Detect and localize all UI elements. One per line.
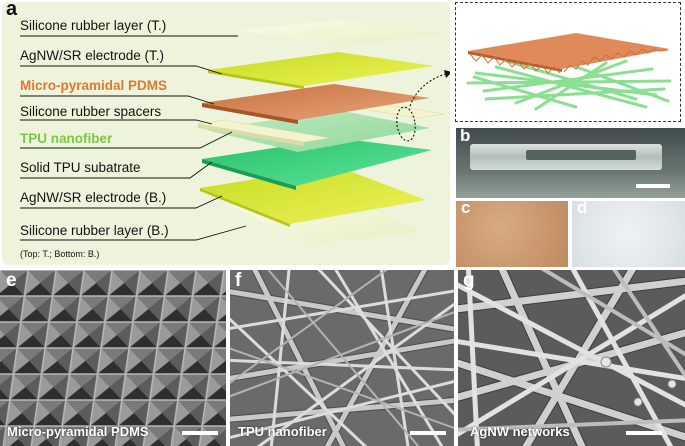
panel-b-letter: b (460, 126, 471, 145)
panel-g-sem (458, 270, 685, 446)
panel-a-letter: a (6, 0, 18, 20)
zoom-arrow (409, 72, 450, 107)
panel-e-sem (0, 270, 226, 446)
panel-e-letter: e (6, 270, 17, 291)
panel-c-photo (456, 201, 568, 267)
layer-stack-diagram (20, 20, 450, 245)
pyramid-sheet (468, 33, 670, 74)
panel-d-photo (572, 201, 685, 267)
panel-f-caption: TPU nanofiber (238, 424, 327, 439)
panel-g-letter: g (463, 270, 475, 291)
leader-lines (20, 35, 247, 241)
pyramid-array-image (0, 270, 226, 446)
layer-silicone-top (236, 20, 448, 46)
layer-pdms (202, 84, 430, 124)
nanofiber-mesh (466, 59, 672, 111)
zoom-region-marker (396, 106, 416, 142)
label-spacers: Silicone rubber spacers (20, 104, 162, 119)
panel-e-caption: Micro-pyramidal PDMS (7, 424, 149, 439)
label-agnw-top: AgNW/SR electrode (T.) (20, 48, 165, 63)
layer-tpu-nanofiber (206, 110, 430, 152)
panel-d-letter: d (577, 198, 588, 217)
label-silicone-bottom: Silicone rubber layer (B.) (20, 223, 169, 238)
panel-f-scale-bar (410, 431, 446, 435)
layer-agnw-bottom (200, 166, 426, 227)
panel-c-letter: c (461, 198, 471, 217)
agnw-network-image (458, 270, 685, 446)
layer-tpu-solid (202, 138, 432, 190)
label-agnw-bottom: AgNW/SR electrode (B.) (20, 190, 167, 205)
nanofiber-image (230, 270, 454, 446)
panel-b-scale-bar (636, 184, 670, 188)
panel-f-letter: f (235, 270, 242, 291)
layer-agnw-top (208, 52, 434, 89)
panel-g-caption: AgNW networks (470, 424, 570, 439)
zoom-inset-illustration (466, 33, 672, 111)
panel-g-scale-bar (626, 431, 662, 435)
panel-e-scale-bar (182, 431, 218, 435)
abbreviation-note: (Top: T.; Bottom: B.) (20, 249, 100, 259)
label-tpu-solid: Solid TPU subatrate (20, 160, 141, 175)
label-pdms: Micro-pyramidal PDMS (20, 78, 168, 93)
panel-f-sem (230, 270, 454, 446)
label-tpu-nanofiber: TPU nanofiber (20, 131, 113, 146)
label-silicone-top: Silicone rubber layer (T.) (20, 18, 167, 33)
